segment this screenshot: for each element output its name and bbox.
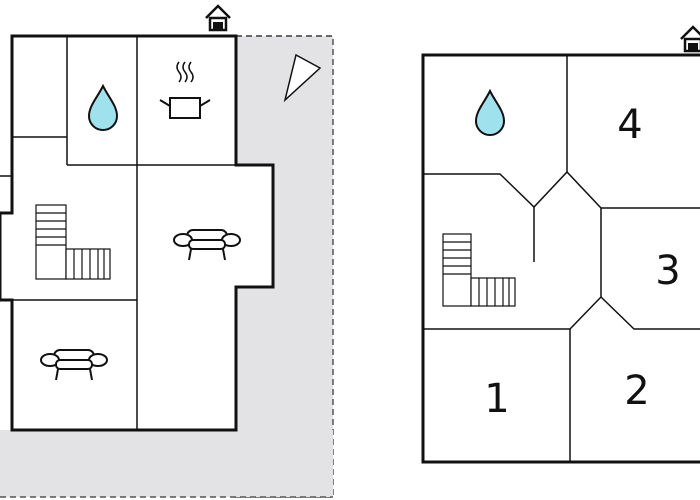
house-entrance-icon xyxy=(679,25,700,53)
ground-floor-walls xyxy=(0,36,236,430)
staircase-icon xyxy=(35,204,111,280)
room-number-1: 1 xyxy=(484,376,509,422)
upper-floor-plan: 1 2 3 4 xyxy=(421,25,700,464)
house-entrance-icon xyxy=(204,4,232,32)
cooking-pot-icon xyxy=(159,61,211,119)
compass-pointer-icon xyxy=(283,53,322,103)
room-number-4: 4 xyxy=(617,102,642,148)
ground-floor-plan xyxy=(0,4,334,498)
room-number-2: 2 xyxy=(624,368,649,414)
terrace-area-lower xyxy=(0,430,333,497)
upper-floor-walls xyxy=(423,55,700,462)
staircase-icon xyxy=(442,233,516,307)
room-number-3: 3 xyxy=(655,248,680,294)
